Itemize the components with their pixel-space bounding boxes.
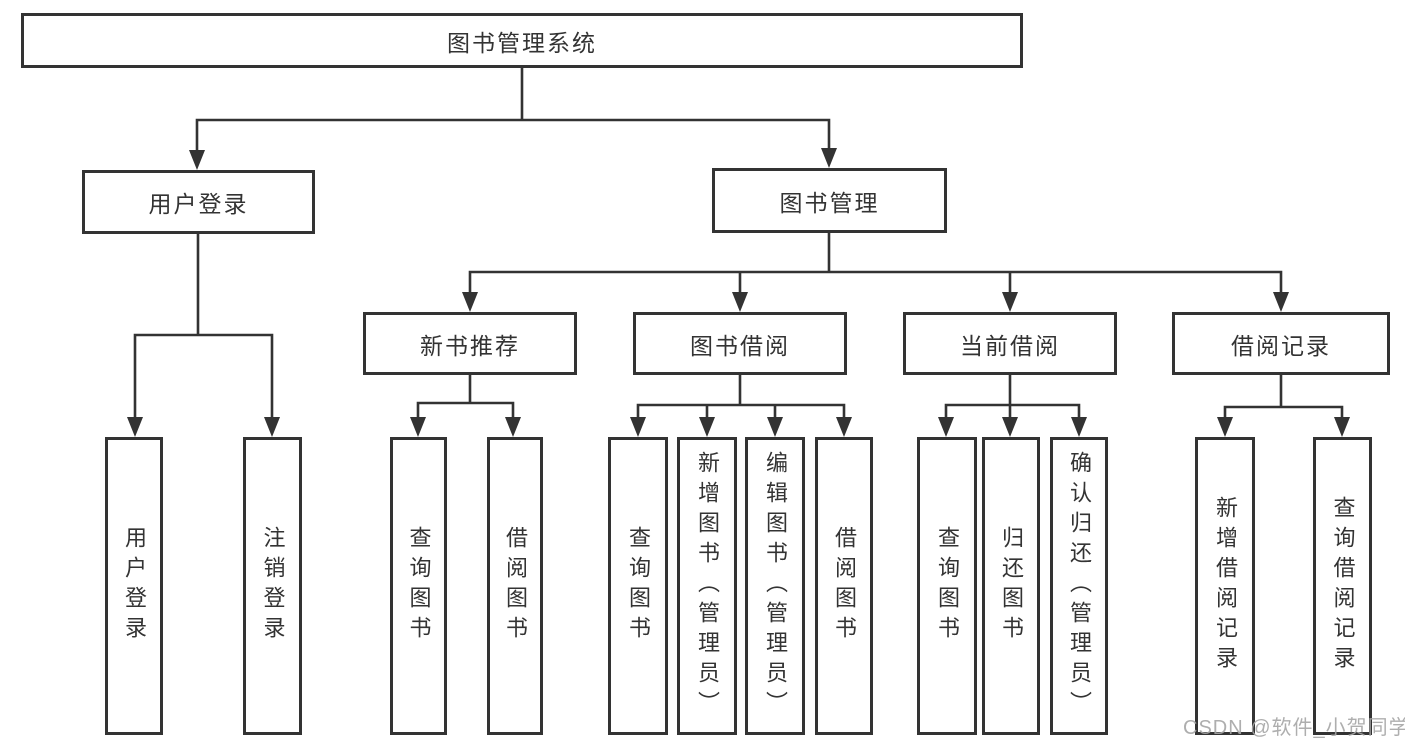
arrow-down-icon [127, 417, 143, 437]
node-new-book-recommend: 新书推荐 [363, 312, 577, 375]
node-label: 借阅图书 [503, 526, 528, 646]
leaf-add-book-admin: 新增图书（管理员） [677, 437, 737, 735]
node-label: 查询图书 [935, 526, 960, 646]
node-label: 查询图书 [406, 526, 432, 646]
arrow-down-icon [1002, 417, 1018, 437]
connector-path [133, 66, 1344, 421]
node-label: 查询借阅记录 [1330, 496, 1356, 676]
arrow-down-icon [938, 417, 954, 437]
node-label: 用户登录 [148, 191, 249, 217]
watermark: CSDN @软件_小贺同学 [1183, 717, 1405, 739]
leaf-return-book: 归还图书 [982, 437, 1040, 735]
arrow-down-icon [1071, 417, 1087, 437]
arrow-down-icon [505, 417, 521, 437]
arrow-down-icon [630, 417, 646, 437]
arrow-down-icon [1002, 292, 1018, 312]
node-label: 借阅图书 [832, 526, 857, 646]
node-label: 图书管理系统 [447, 29, 597, 56]
leaf-borrow-books-recommend: 借阅图书 [487, 437, 543, 735]
arrowhead-group [127, 148, 1350, 437]
node-borrowing-records: 借阅记录 [1172, 312, 1390, 375]
node-book-borrowing: 图书借阅 [633, 312, 847, 375]
node-label: 当前借阅 [960, 332, 1060, 359]
node-label: 新书推荐 [420, 332, 520, 359]
node-label: 借阅记录 [1231, 332, 1331, 359]
arrow-down-icon [189, 150, 205, 170]
node-user-login: 用户登录 [82, 170, 315, 234]
node-label: 新增图书（管理员） [695, 451, 720, 721]
arrow-down-icon [1273, 292, 1289, 312]
leaf-add-borrow-record: 新增借阅记录 [1195, 437, 1255, 735]
arrow-down-icon [699, 417, 715, 437]
arrow-down-icon [821, 148, 837, 168]
node-root: 图书管理系统 [21, 13, 1023, 68]
arrow-down-icon [767, 417, 783, 437]
arrow-down-icon [462, 292, 478, 312]
leaf-user-login: 用户登录 [105, 437, 163, 735]
node-label: 查询图书 [626, 526, 651, 646]
leaf-edit-book-admin: 编辑图书（管理员） [745, 437, 805, 735]
arrow-down-icon [732, 292, 748, 312]
node-label: 编辑图书（管理员） [763, 451, 788, 721]
node-label: 图书管理 [779, 189, 880, 216]
node-book-management: 图书管理 [712, 168, 947, 233]
node-label: 用户登录 [122, 526, 147, 646]
node-label: 归还图书 [999, 526, 1024, 646]
leaf-query-borrow-record: 查询借阅记录 [1313, 437, 1372, 735]
arrow-down-icon [836, 417, 852, 437]
leaf-query-books-borrowing: 查询图书 [608, 437, 668, 735]
node-label: 新增借阅记录 [1213, 496, 1238, 676]
leaf-confirm-return-admin: 确认归还（管理员） [1050, 437, 1108, 735]
node-current-borrowing: 当前借阅 [903, 312, 1117, 375]
leaf-query-books-recommend: 查询图书 [390, 437, 447, 735]
arrow-down-icon [1217, 417, 1233, 437]
leaf-borrow-books-borrowing: 借阅图书 [815, 437, 873, 735]
arrow-down-icon [410, 417, 426, 437]
arrow-down-icon [264, 417, 280, 437]
node-label: 注销登录 [260, 526, 286, 646]
node-label: 图书借阅 [690, 332, 790, 359]
leaf-logout: 注销登录 [243, 437, 302, 735]
arrow-down-icon [1334, 417, 1350, 437]
node-label: 确认归还（管理员） [1067, 451, 1092, 721]
leaf-query-books-current: 查询图书 [917, 437, 977, 735]
